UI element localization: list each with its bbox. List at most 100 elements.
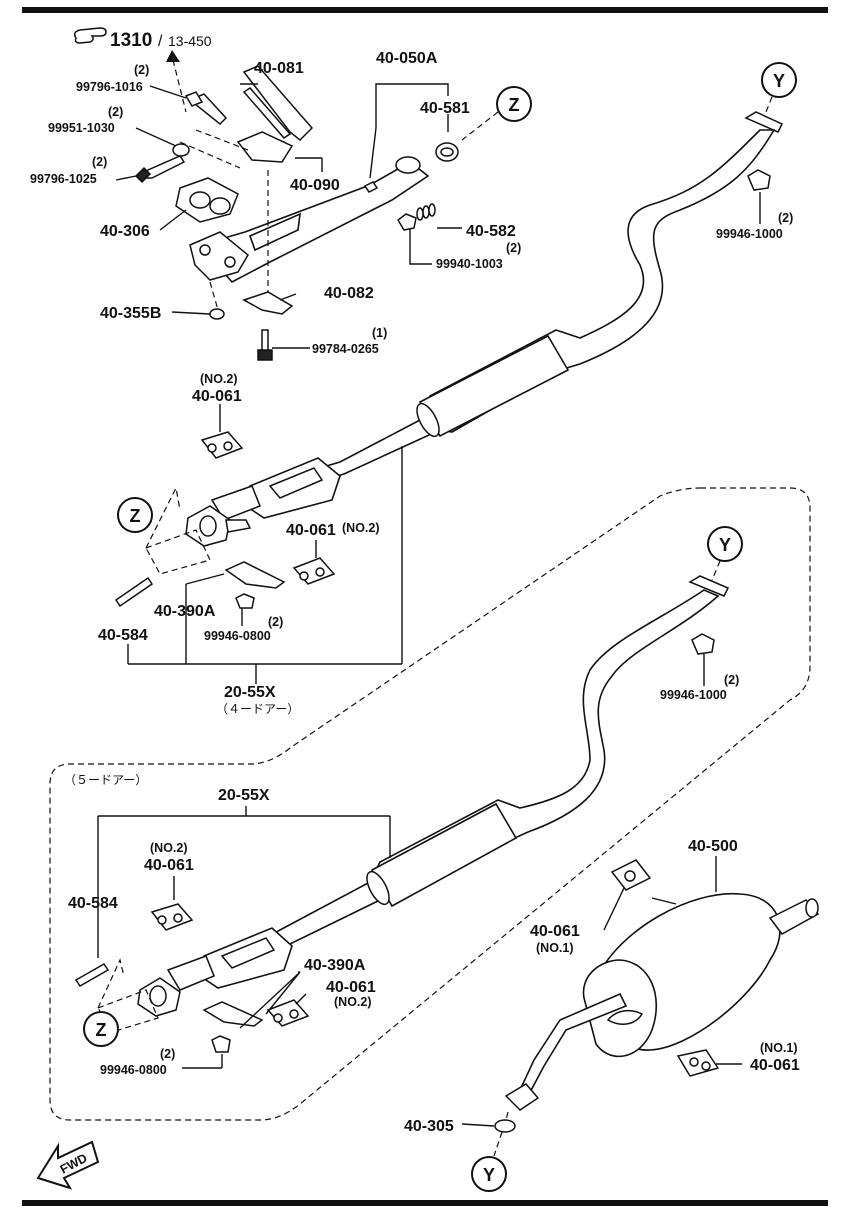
- bracket-40-081: [242, 65, 314, 142]
- main-pipe-bottom: [137, 589, 720, 1017]
- stud-40-584-bottom: [74, 963, 110, 987]
- mount-40-061-mid: [292, 557, 336, 585]
- region-5-door: [49, 487, 811, 1121]
- stud-40-584-top: [114, 576, 154, 608]
- fastener-99784-0265[interactable]: 99784-0265: [312, 342, 379, 356]
- label-40-582[interactable]: 40-582: [466, 223, 516, 240]
- callout-y-mid[interactable]: Y: [707, 526, 743, 562]
- note-5-door: （５ードアー）: [64, 773, 147, 787]
- label-40-061-top[interactable]: 40-061: [192, 388, 242, 405]
- mount-40-061-bm: [266, 999, 310, 1027]
- bracket-40-390a-bottom: [202, 1001, 264, 1027]
- callout-z-bottom[interactable]: Z: [83, 1011, 119, 1047]
- qty-99946-0800-top: (2): [268, 615, 283, 629]
- fwd-arrow: FWD: [36, 1140, 100, 1190]
- gasket-40-305: [494, 1119, 516, 1133]
- qty-99946-1000-mid: (2): [724, 673, 739, 687]
- muffler-40-500: [504, 893, 820, 1111]
- fastener-99946-0800-bottom[interactable]: 99946-0800: [100, 1063, 167, 1077]
- hand-pointer-icon: [73, 27, 107, 44]
- callout-z-top[interactable]: Z: [496, 86, 532, 122]
- bottom-border: [22, 1200, 828, 1206]
- bolt-99784-0265: [257, 329, 273, 361]
- bracket-40-390a-top: [224, 561, 286, 589]
- label-40-061-bm[interactable]: 40-061: [326, 979, 376, 996]
- nut-99946-0800-bottom: [211, 1035, 231, 1053]
- mount-40-061-bl: [150, 903, 194, 931]
- label-40-584-top[interactable]: 40-584: [98, 627, 148, 644]
- reference-header[interactable]: 1310 / 13-450: [73, 27, 212, 113]
- label-40-090[interactable]: 40-090: [290, 177, 340, 194]
- callout-z-bottom-label: Z: [96, 1020, 107, 1040]
- nut-40-355b: [209, 308, 225, 320]
- callout-z-mid-label: Z: [130, 506, 141, 526]
- nut-99946-1000-mid: [691, 633, 715, 655]
- top-border: [22, 7, 828, 13]
- qty-99951-1030: (2): [108, 105, 123, 119]
- callout-y-bottom-label: Y: [483, 1165, 495, 1185]
- gasket-40-306: [175, 177, 239, 223]
- mount-40-061-br2: [676, 1049, 720, 1077]
- label-40-082[interactable]: 40-082: [324, 285, 374, 302]
- bracket-40-082: [242, 291, 294, 315]
- bolt-99796-1016: [184, 91, 228, 126]
- reference-main: 1310: [110, 30, 152, 51]
- bracket-40-090: [236, 131, 323, 172]
- callout-z-label: Z: [509, 95, 520, 115]
- fastener-99946-0800-top[interactable]: 99946-0800: [204, 629, 271, 643]
- label-40-390a-top[interactable]: 40-390A: [154, 603, 216, 620]
- callout-y-bottom[interactable]: Y: [471, 1156, 507, 1192]
- label-40-581[interactable]: 40-581: [420, 100, 470, 117]
- note-no2-c: (NO.2): [150, 841, 188, 855]
- note-no2-d: (NO.2): [334, 995, 372, 1009]
- callout-y-mid-label: Y: [719, 535, 731, 555]
- note-no2-b: (NO.2): [342, 521, 380, 535]
- nut-99940-1003: [397, 213, 417, 231]
- note-no2-a: (NO.2): [200, 372, 238, 386]
- nut-99946-1000-top: [747, 169, 771, 191]
- qty-99784-0265: (1): [372, 326, 387, 340]
- reference-slash: /: [158, 33, 163, 50]
- callout-y-label: Y: [773, 71, 785, 91]
- label-40-061-mid[interactable]: 40-061: [286, 522, 336, 539]
- spring-40-582: [416, 203, 436, 221]
- qty-99940-1003: (2): [506, 241, 521, 255]
- label-40-306[interactable]: 40-306: [100, 223, 150, 240]
- fastener-99951-1030[interactable]: 99951-1030: [48, 121, 115, 135]
- fastener-99940-1003[interactable]: 99940-1003: [436, 257, 503, 271]
- nut-99946-0800-top: [235, 593, 255, 609]
- callout-z-mid[interactable]: Z: [117, 497, 153, 533]
- label-20-55x-bottom[interactable]: 20-55X: [218, 787, 270, 804]
- label-40-061-bl[interactable]: 40-061: [144, 857, 194, 874]
- qty-99796-1016: (2): [134, 63, 149, 77]
- label-40-081[interactable]: 40-081: [254, 60, 304, 77]
- reference-arrow: [166, 50, 180, 62]
- label-40-355b[interactable]: 40-355B: [100, 305, 161, 322]
- label-40-061-br1[interactable]: 40-061: [530, 923, 580, 940]
- front-pipe-top: [189, 156, 430, 284]
- hanger-y-top: [744, 111, 784, 133]
- qty-99946-0800-bottom: (2): [160, 1047, 175, 1061]
- main-pipe-top: [210, 129, 776, 521]
- label-40-390a-bottom[interactable]: 40-390A: [304, 957, 366, 974]
- hanger-y-mid: [688, 575, 730, 597]
- note-no1-a: (NO.1): [536, 941, 574, 955]
- bolt-99796-1025: [134, 155, 186, 184]
- fastener-99796-1016[interactable]: 99796-1016: [76, 80, 143, 94]
- bracket-group-20-55x-bottom: [97, 806, 391, 958]
- mount-40-061-top: [200, 431, 244, 459]
- label-40-500[interactable]: 40-500: [688, 838, 738, 855]
- fastener-99946-1000-top[interactable]: 99946-1000: [716, 227, 783, 241]
- fastener-99946-1000-mid[interactable]: 99946-1000: [660, 688, 727, 702]
- qty-99946-1000-top: (2): [778, 211, 793, 225]
- label-40-061-br2[interactable]: 40-061: [750, 1057, 800, 1074]
- callout-y-top[interactable]: Y: [761, 62, 797, 98]
- mount-40-061-br1: [610, 859, 652, 891]
- label-40-584-bottom[interactable]: 40-584: [68, 895, 118, 912]
- label-20-55x-top[interactable]: 20-55X: [224, 684, 276, 701]
- label-40-305[interactable]: 40-305: [404, 1118, 454, 1135]
- note-no1-b: (NO.1): [760, 1041, 798, 1055]
- fastener-99796-1025[interactable]: 99796-1025: [30, 172, 97, 186]
- label-40-050a[interactable]: 40-050A: [376, 50, 438, 67]
